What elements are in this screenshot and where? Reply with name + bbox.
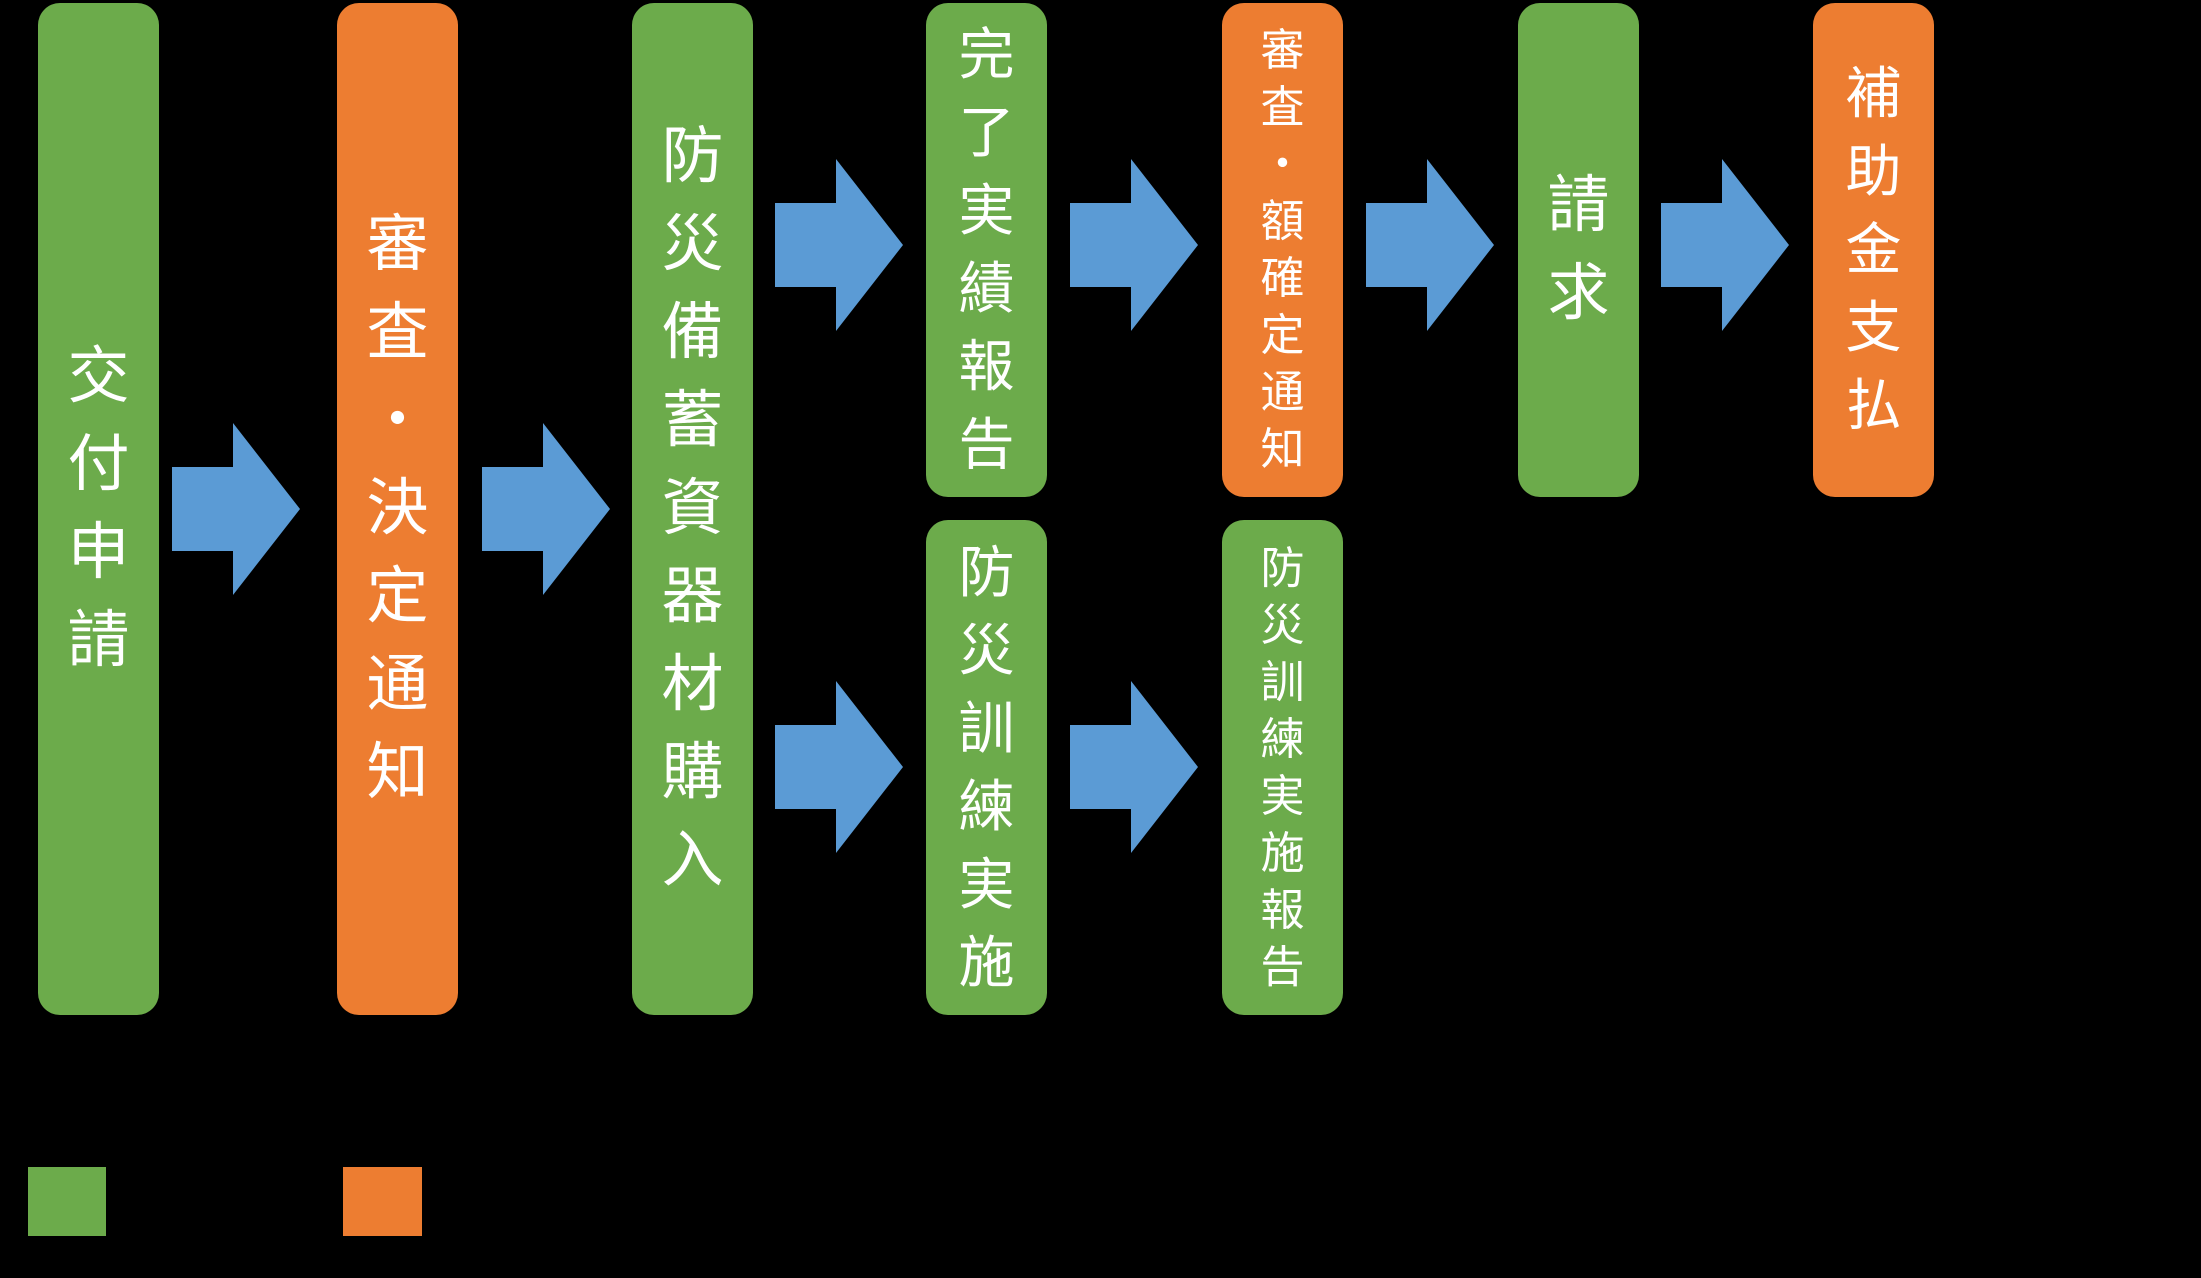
flow-box-review-decision-notice: 審査・決定通知 [337,3,458,1015]
flow-box-equipment-purchase: 防災備蓄資器材購入 [632,3,753,1015]
box-label: 防災備蓄資器材購入 [661,122,724,895]
arrow-right-icon [1070,681,1198,853]
flow-box-grant-application: 交付申請 [38,3,159,1015]
box-label: 交付申請 [67,342,130,675]
arrow-right-icon [482,423,610,595]
arrow-shape [1661,159,1789,331]
flow-box-completion-report: 完了実績報告 [926,3,1047,497]
arrow-right-icon [775,159,903,331]
arrow-shape [1070,159,1198,331]
box-label: 請求 [1547,171,1610,328]
arrow-shape [1366,159,1494,331]
arrow-shape [172,423,300,595]
box-label: 補助金支払 [1845,62,1902,437]
arrow-right-icon [1366,159,1494,331]
flow-box-subsidy-payment: 補助金支払 [1813,3,1934,497]
box-label: 審査・決定通知 [366,210,429,807]
flow-box-review-amount-notice: 審査・額確定通知 [1222,3,1343,497]
box-label: 審査・額確定通知 [1260,26,1305,474]
arrow-shape [482,423,610,595]
flow-box-drill-implementation: 防災訓練実施 [926,520,1047,1015]
arrow-right-icon [1661,159,1789,331]
legend-orange-swatch [343,1167,422,1236]
arrow-shape [775,159,903,331]
flow-box-billing: 請求 [1518,3,1639,497]
arrow-right-icon [1070,159,1198,331]
arrow-shape [775,681,903,853]
arrow-right-icon [172,423,300,595]
legend-green-swatch [28,1167,106,1236]
box-label: 防災訓練実施報告 [1260,543,1305,992]
box-label: 防災訓練実施 [958,540,1015,994]
arrow-right-icon [775,681,903,853]
box-label: 完了実績報告 [958,23,1015,476]
flow-box-drill-report: 防災訓練実施報告 [1222,520,1343,1015]
arrow-shape [1070,681,1198,853]
